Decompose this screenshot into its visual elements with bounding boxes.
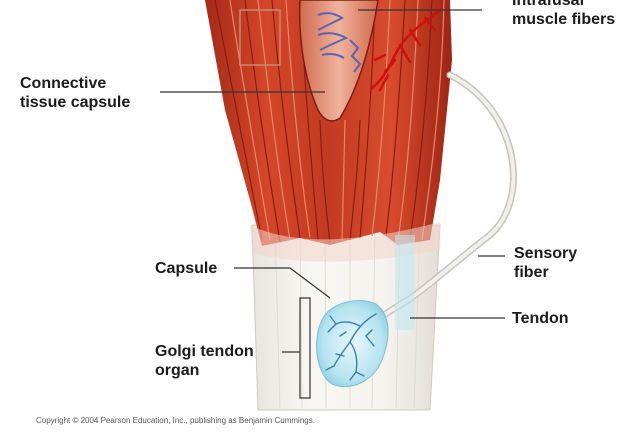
label-sensory-fiber: Sensory fiber	[514, 244, 577, 282]
label-line: Sensory	[514, 244, 577, 263]
label-line: muscle fibers	[512, 10, 615, 29]
copyright-notice: Copyright © 2004 Pearson Education, Inc.…	[36, 416, 315, 425]
label-line: Golgi tendon	[155, 342, 254, 361]
label-intrafusal-muscle-fibers: Intrafusal muscle fibers	[512, 0, 615, 29]
label-line: tissue capsule	[20, 93, 130, 112]
label-line: fiber	[514, 263, 577, 282]
capsule-highlight	[395, 235, 415, 330]
label-capsule: Capsule	[155, 259, 217, 278]
label-line: organ	[155, 361, 254, 380]
label-line: Connective	[20, 74, 130, 93]
label-line: Intrafusal	[512, 0, 615, 10]
label-golgi-tendon-organ: Golgi tendon organ	[155, 342, 254, 380]
label-tendon: Tendon	[512, 309, 569, 328]
label-connective-tissue-capsule: Connective tissue capsule	[20, 74, 130, 112]
